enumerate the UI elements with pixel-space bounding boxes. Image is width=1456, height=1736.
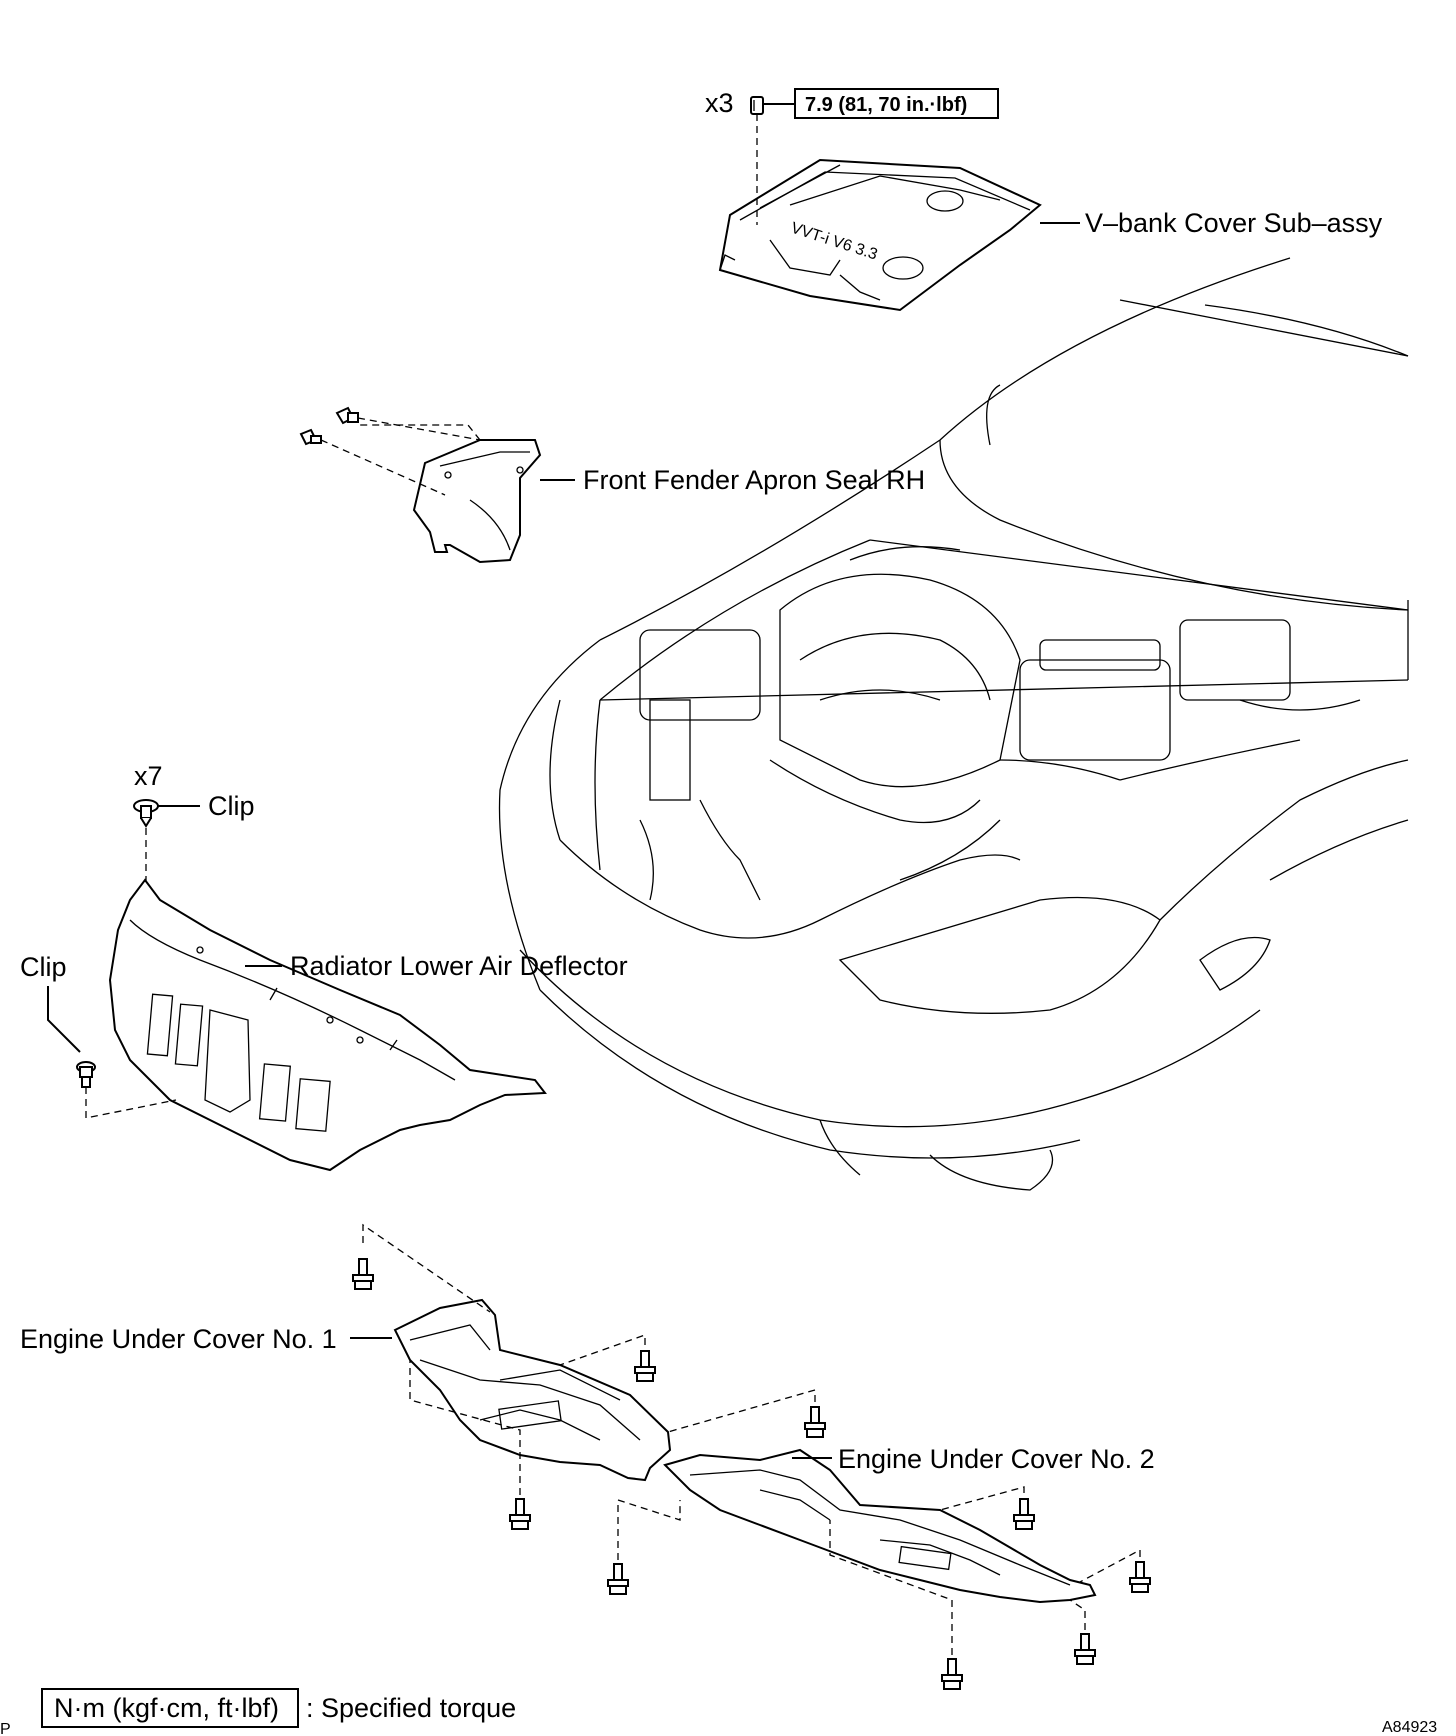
legend-unit-box — [41, 1688, 299, 1728]
callout-clip-left: Clip — [20, 952, 67, 982]
radiator-lower-air-deflector-part — [108, 878, 547, 1172]
callout-engine-under-cover-1: Engine Under Cover No. 1 — [20, 1324, 337, 1354]
engine-under-cover-1-part — [393, 1298, 672, 1482]
clip-icon — [76, 1061, 96, 1088]
bolt-icon — [509, 1498, 531, 1530]
callout-radiator-lower-air-deflector: Radiator Lower Air Deflector — [290, 951, 628, 981]
bolt-count: x3 — [705, 88, 734, 118]
bolt-icon — [1129, 1561, 1151, 1593]
apron-seal-part — [412, 439, 542, 564]
figure-id: A84923 — [1382, 1719, 1437, 1736]
torque-box — [794, 88, 999, 119]
callout-front-fender-apron-seal: Front Fender Apron Seal RH — [583, 465, 925, 495]
bolt-icon — [352, 1258, 374, 1290]
clip-count: x7 — [134, 761, 163, 791]
footer-left-mark: P — [0, 1721, 11, 1736]
bolt-icon — [1013, 1498, 1035, 1530]
engine-under-cover-2-part — [663, 1448, 1097, 1604]
bolt-icon — [941, 1658, 963, 1690]
vehicle-outline — [498, 257, 1409, 1191]
legend-description: : Specified torque — [306, 1693, 516, 1723]
bolt-icon — [750, 96, 764, 115]
callout-clip-top: Clip — [208, 791, 255, 821]
bolt-icon — [804, 1406, 826, 1438]
v-bank-cover-part: VVT-i V6 3.3 — [718, 158, 1042, 312]
bolt-icon — [1074, 1633, 1096, 1665]
callout-v-bank-cover: V–bank Cover Sub–assy — [1085, 208, 1383, 238]
legend-unit: N·m (kgf·cm, ft·lbf) — [54, 1693, 279, 1723]
bolt-icon — [607, 1563, 629, 1595]
clip-icon — [299, 428, 322, 446]
engine-bay — [639, 546, 1361, 901]
clip-icon — [133, 799, 159, 828]
bolt-icon — [634, 1350, 656, 1382]
bolt-icon — [335, 406, 359, 425]
torque-value: 7.9 (81, 70 in.·lbf) — [805, 94, 967, 116]
callout-engine-under-cover-2: Engine Under Cover No. 2 — [838, 1444, 1155, 1474]
